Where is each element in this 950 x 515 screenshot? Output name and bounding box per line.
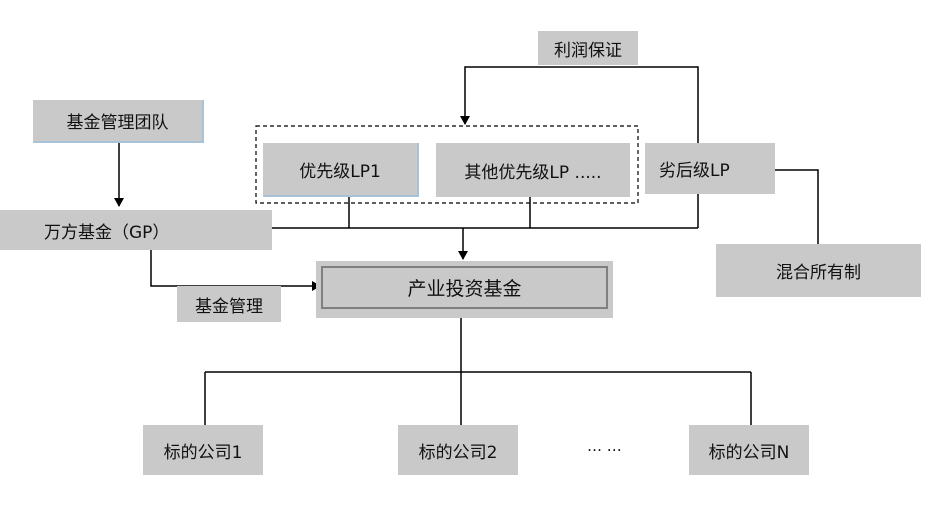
fund-management-box: 基金管理 xyxy=(177,286,281,322)
target-company-2-label: 标的公司2 xyxy=(418,442,498,463)
gp-to-fund-arrow xyxy=(150,250,321,291)
mixed-ownership-box: 混合所有制 xyxy=(716,244,921,297)
target-company-1-box: 标的公司1 xyxy=(143,425,263,475)
profit-guarantee-label: 利润保证 xyxy=(554,40,622,61)
fund-management-label: 基金管理 xyxy=(195,296,263,317)
subordinate-lp-box: 劣后级LP xyxy=(645,143,775,194)
industry-fund-box: 产业投资基金 xyxy=(321,266,608,309)
sub-lp-to-mixed-line xyxy=(775,169,819,244)
other-priority-lp-label: 其他优先级LP ..... xyxy=(464,162,602,183)
other-priority-lp-box: 其他优先级LP ..... xyxy=(436,143,630,197)
subordinate-lp-label: 劣后级LP xyxy=(659,161,730,181)
priority-lp1-box: 优先级LP1 xyxy=(263,143,419,197)
ellipsis-text: … … xyxy=(587,437,622,455)
target-company-2-box: 标的公司2 xyxy=(398,425,518,475)
target-company-n-label: 标的公司N xyxy=(708,442,790,463)
mixed-ownership-label: 混合所有制 xyxy=(776,263,861,283)
profit-guarantee-box: 利润保证 xyxy=(538,31,638,65)
profit-guarantee-line xyxy=(460,66,699,152)
fund-management-team-box: 基金管理团队 xyxy=(33,100,204,143)
priority-lp-group xyxy=(255,125,639,204)
industry-fund-outer: 产业投资基金 xyxy=(316,261,613,318)
wanfang-gp-label: 万方基金（GP） xyxy=(44,222,170,243)
fund-management-team-label: 基金管理团队 xyxy=(66,113,169,133)
priority-lp1-label: 优先级LP1 xyxy=(299,161,381,182)
wanfang-gp-box: 万方基金（GP） xyxy=(0,210,272,250)
target-company-1-label: 标的公司1 xyxy=(163,442,243,463)
industry-fund-label: 产业投资基金 xyxy=(407,278,522,300)
target-company-n-box: 标的公司N xyxy=(689,425,809,475)
